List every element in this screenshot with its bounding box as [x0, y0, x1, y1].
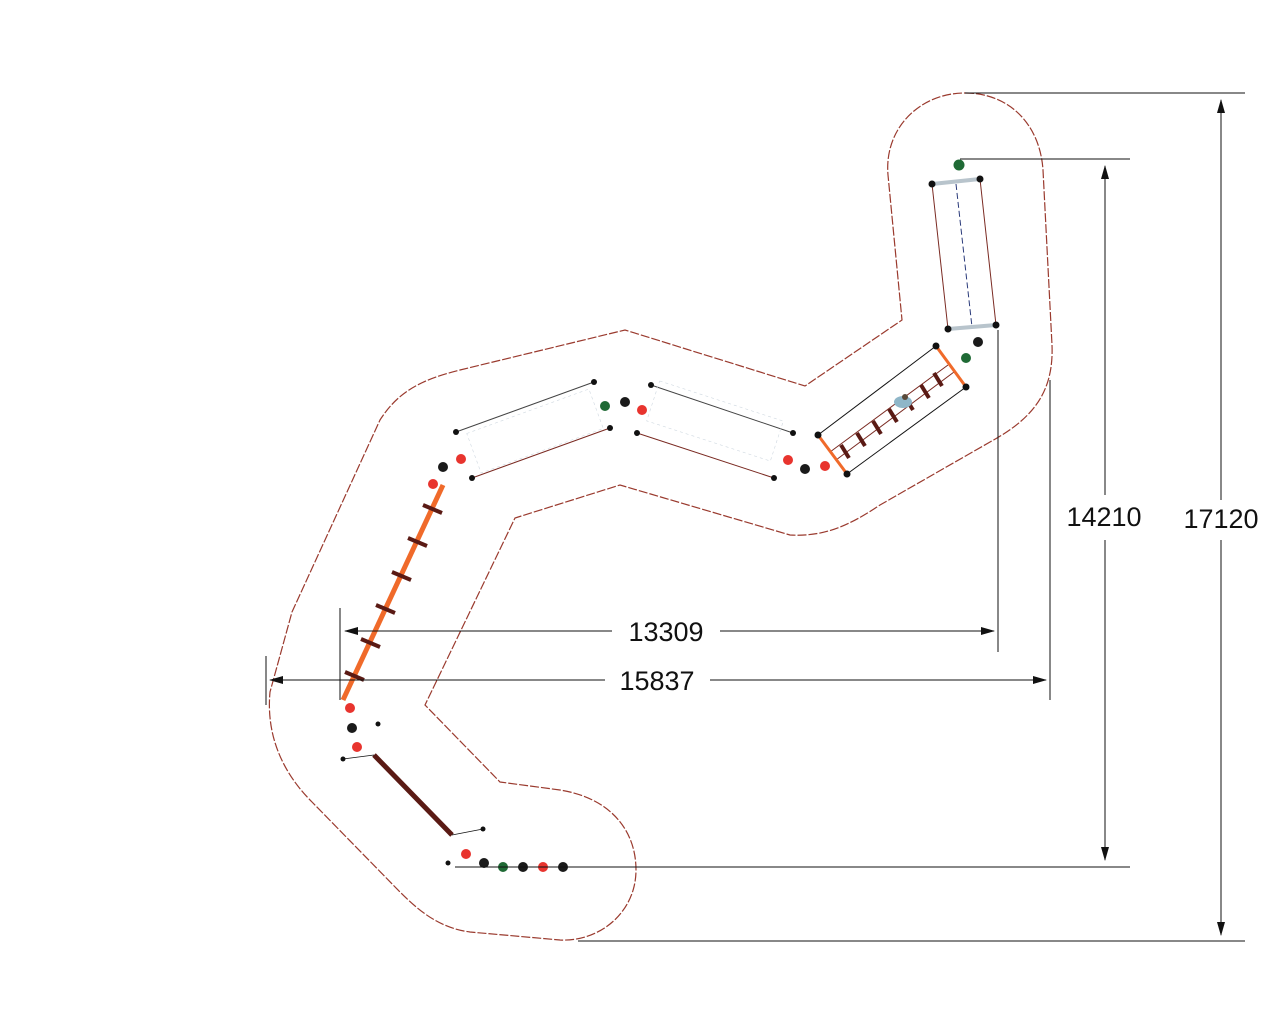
- safety-zone-outline: [268, 92, 1053, 941]
- ladder-bridge: [814, 342, 970, 478]
- dimension-inner-width: 13309: [628, 617, 703, 647]
- balance-beam-long: [340, 483, 446, 702]
- balance-beam-short: [340, 721, 486, 866]
- dimension-lines: [265, 92, 1245, 942]
- dimension-total-height: 17120: [1183, 504, 1258, 534]
- parallel-bars-top: [928, 175, 1000, 333]
- dimension-inner-height: 14210: [1066, 502, 1141, 532]
- dimension-total-width: 15837: [619, 666, 694, 696]
- balance-plank-middle-right: [634, 380, 796, 481]
- child-figure-icon: [894, 394, 912, 408]
- balance-plank-middle-left: [453, 379, 613, 481]
- stepping-posts: [345, 159, 983, 872]
